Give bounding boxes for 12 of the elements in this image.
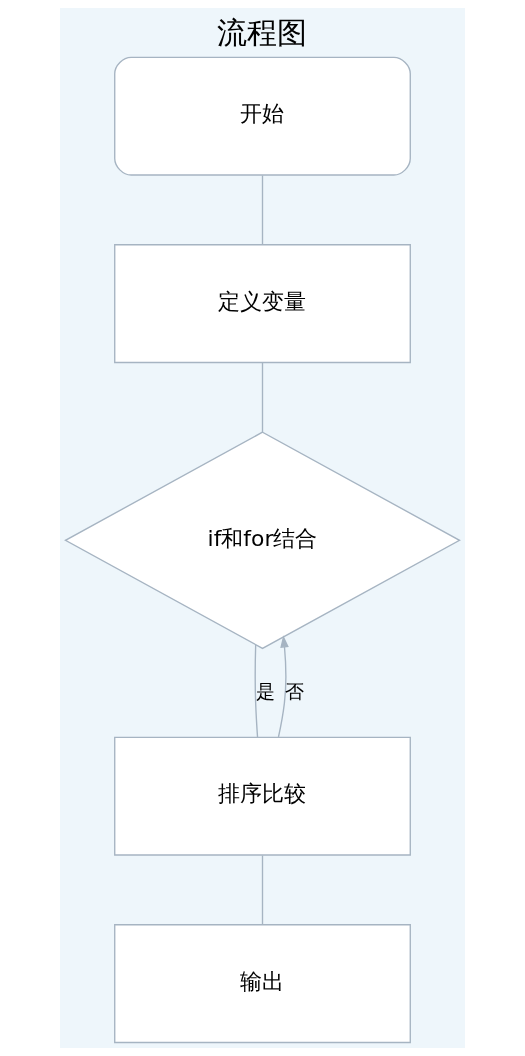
diagram-title: 流程图 (217, 15, 308, 51)
edge-label: 是 (256, 679, 276, 703)
connector (261, 174, 264, 246)
connector (261, 362, 264, 433)
node-box: 定义变量 (114, 244, 411, 364)
node-box: 排序比较 (114, 736, 411, 856)
node-box: 开始 (114, 56, 411, 176)
connector (254, 644, 259, 738)
node-box: 输出 (114, 924, 411, 1044)
edge-label: 否 (285, 679, 305, 703)
arrow (277, 635, 289, 738)
connector (261, 854, 264, 926)
